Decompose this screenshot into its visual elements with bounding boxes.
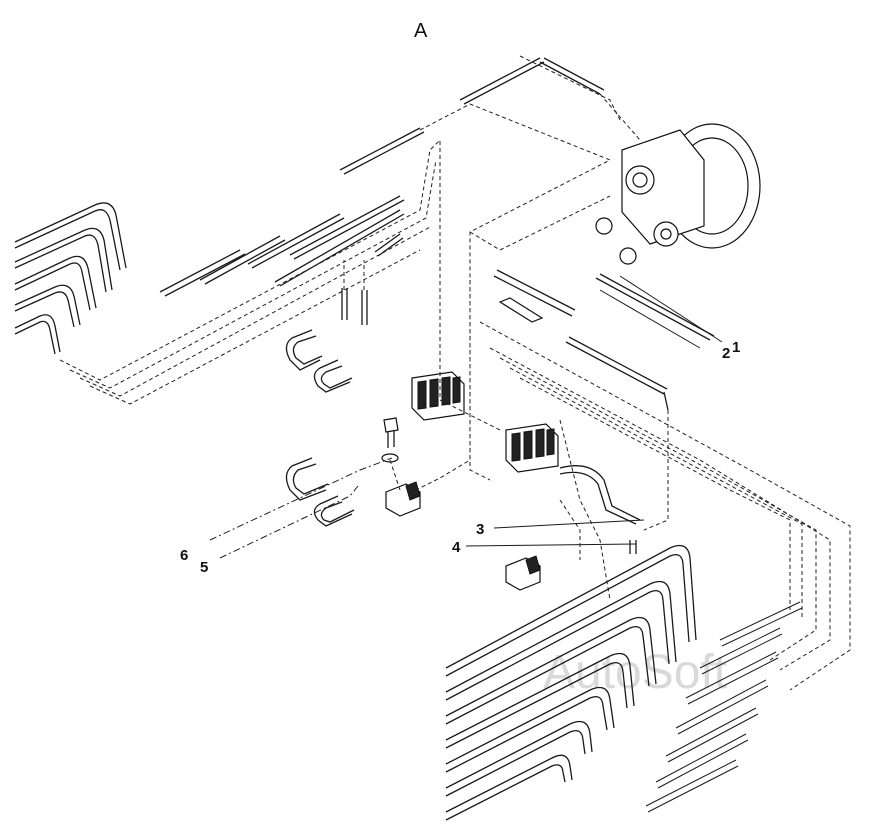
long-rods: [459, 57, 715, 411]
upper-left-fittings: [159, 127, 425, 325]
callout-4: 4: [452, 539, 461, 556]
lower-right-rods: [645, 601, 803, 813]
lower-right-pipe-bundle: [445, 544, 697, 821]
solenoid-valve-left: [385, 481, 421, 517]
upper-distributor-block: [411, 371, 465, 421]
dashed-connection-lines: [59, 55, 851, 691]
callout-2: 2: [722, 345, 730, 362]
lower-distributor-block: [505, 423, 559, 473]
callout-3: 3: [476, 521, 484, 538]
callout-5: 5: [200, 559, 208, 576]
bolt-and-washer: [381, 417, 399, 463]
hose-line: [559, 465, 641, 554]
callout-leaders: [465, 275, 723, 547]
solenoid-valve-right: [505, 555, 541, 591]
view-title: A: [414, 20, 428, 42]
pump-assembly: [595, 123, 761, 265]
watermark: AutoSoft: [543, 646, 727, 699]
u-clamps-lower: [285, 457, 355, 527]
callout-1: 1: [732, 339, 740, 356]
callout-6: 6: [180, 547, 188, 564]
u-clamps-upper: [285, 329, 353, 393]
upper-left-pipe-bundle: [14, 202, 127, 355]
